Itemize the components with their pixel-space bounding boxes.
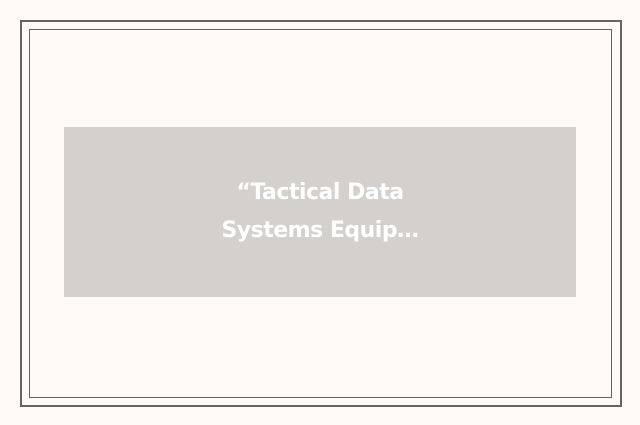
caption-line-2: Systems Equip…: [221, 218, 419, 243]
image-placeholder: “Tactical Data Systems Equip…: [64, 127, 576, 297]
placeholder-caption: “Tactical Data Systems Equip…: [210, 174, 430, 250]
outer-frame: [20, 20, 622, 407]
inner-frame: [29, 29, 612, 398]
caption-line-1: “Tactical Data: [236, 180, 404, 205]
